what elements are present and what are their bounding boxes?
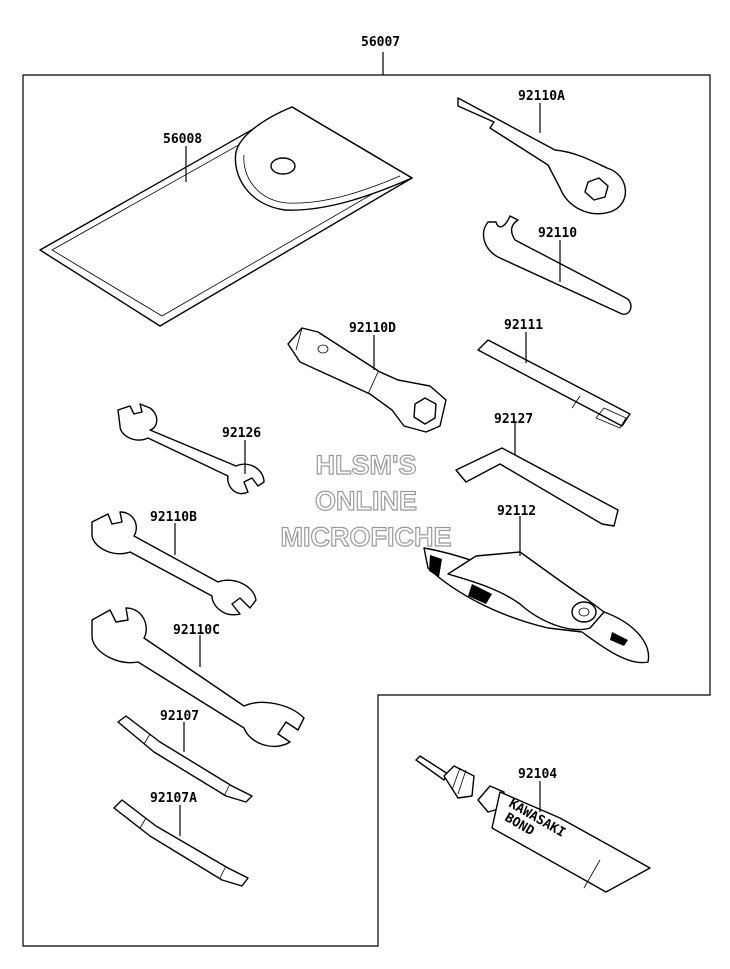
label-92110C[interactable]: 92110C — [173, 623, 220, 638]
tommy-bar[interactable] — [477, 339, 631, 429]
screwdriver[interactable] — [117, 715, 253, 803]
screwdriver-a[interactable] — [113, 799, 249, 887]
open-wrench-medium[interactable] — [91, 511, 257, 616]
label-92127[interactable]: 92127 — [494, 412, 533, 427]
hex-key[interactable] — [455, 447, 619, 527]
watermark-line1: HLSM'S — [316, 450, 417, 480]
watermark: HLSM'S ONLINE MICROFICHE — [280, 449, 452, 552]
kit-frame — [22, 74, 711, 947]
label-92110A[interactable]: 92110A — [518, 89, 565, 104]
pliers[interactable] — [423, 547, 650, 664]
ring-wrench[interactable] — [457, 97, 627, 215]
label-92110B[interactable]: 92110B — [150, 510, 197, 525]
open-wrench-large[interactable] — [91, 607, 305, 747]
label-92110[interactable]: 92110 — [538, 226, 577, 241]
label-92104[interactable]: 92104 — [518, 767, 557, 782]
open-wrench-small[interactable] — [117, 403, 265, 495]
hook-wrench[interactable] — [482, 215, 632, 315]
watermark-line3: MICROFICHE — [281, 522, 452, 552]
label-92107A[interactable]: 92107A — [150, 791, 197, 806]
watermark-line2: ONLINE — [315, 486, 417, 516]
socket-wrench[interactable] — [287, 327, 447, 433]
label-92111[interactable]: 92111 — [504, 318, 543, 333]
label-92112[interactable]: 92112 — [497, 504, 536, 519]
label-56007[interactable]: 56007 — [361, 35, 400, 50]
label-92107[interactable]: 92107 — [160, 709, 199, 724]
label-92110D[interactable]: 92110D — [349, 321, 396, 336]
bond-tube[interactable]: KAWASAKI BOND — [415, 755, 651, 893]
label-56008[interactable]: 56008 — [163, 132, 202, 147]
tool-pouch[interactable] — [39, 106, 413, 327]
label-92126[interactable]: 92126 — [222, 426, 261, 441]
